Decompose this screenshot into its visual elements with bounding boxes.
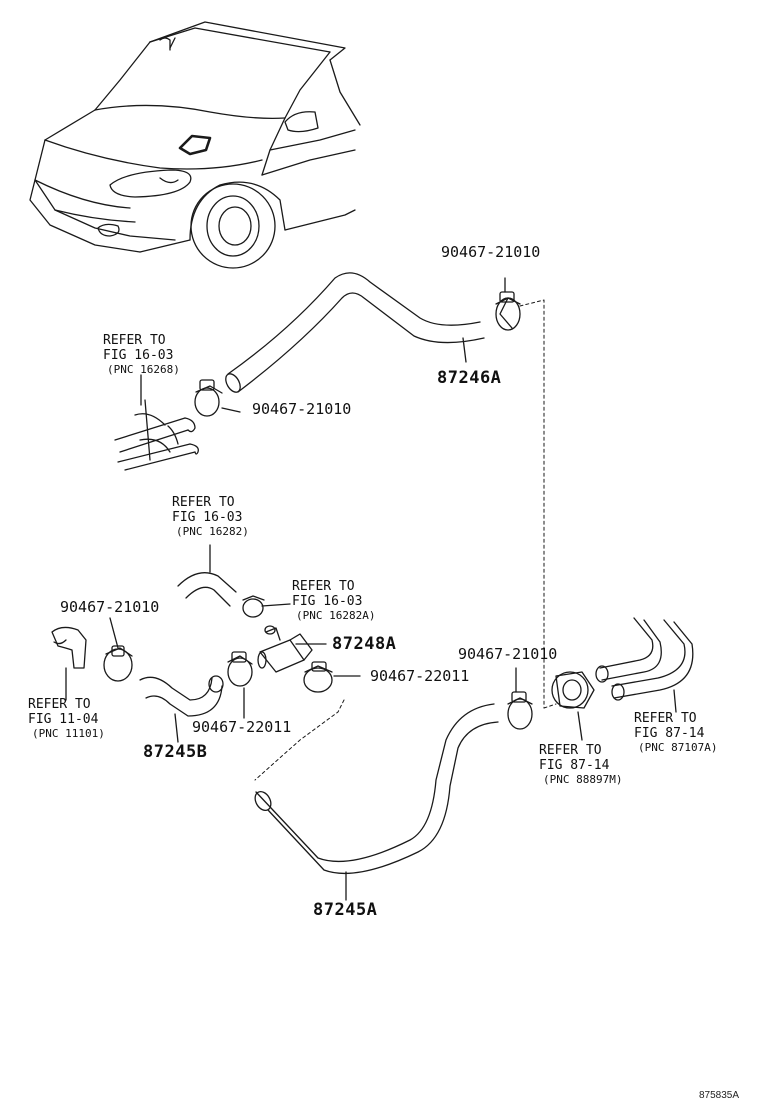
figure-id: 875835A [699,1090,740,1101]
valve-87248a [257,625,327,673]
label-clamp-top: 90467-21010 [441,243,541,261]
label-ref-r2-line1: REFER TO [539,743,602,758]
car-illustration [29,21,361,269]
pipes-right-87107a [595,617,694,713]
label-clamp-22011-left: 90467-22011 [192,718,292,736]
label-ref-r1-line2: FIG 87-14 [634,726,705,741]
clamp-22011-left [227,651,253,719]
clamp-upper-left [194,379,241,417]
label-hose-87245a: 87245A [313,900,378,920]
clamp-22011-right [303,661,361,693]
label-hose-87246a: 87246A [437,368,502,388]
label-valve-87248a: 87248A [332,634,397,654]
label-hose-87245b: 87245B [143,742,208,762]
hose-87245b [139,675,224,743]
label-ref-top-line2: FIG 16-03 [103,348,174,363]
clamp-mid-small [242,595,291,618]
label-clamp-22011-right: 90467-22011 [370,667,470,685]
hose-stub-left [51,626,87,701]
label-ref-r1-line3: (PNC 87107A) [638,741,718,754]
label-ref-top-line3: (PNC 16268) [107,363,180,376]
dashed-leaders [254,299,557,781]
fitting-88897m [551,671,595,741]
label-ref-left-line2: FIG 11-04 [28,712,99,727]
label-ref-r1-line1: REFER TO [634,711,697,726]
label-ref-left-line1: REFER TO [28,697,91,712]
label-ref-top-line1: REFER TO [103,333,166,348]
label-clamp-upper-left: 90467-21010 [252,400,352,418]
label-ref-r2-line3: (PNC 88897M) [543,773,623,786]
label-clamp-mid-left: 90467-21010 [60,598,160,616]
clamp-top-right [495,277,521,331]
pipe-assembly-upper-left [114,374,199,471]
hose-87246a [225,272,485,393]
label-ref-left-line3: (PNC 11101) [32,727,105,740]
label-ref-mid2-line3: (PNC 16282A) [296,609,376,622]
hose-87245a [254,703,499,901]
label-ref-mid-line2: FIG 16-03 [172,510,243,525]
short-hose-upper-middle [177,544,237,607]
label-clamp-right-mid: 90467-21010 [458,645,558,663]
label-ref-mid2-line1: REFER TO [292,579,355,594]
label-ref-mid-line3: (PNC 16282) [176,525,249,538]
clamp-right-mid [507,667,533,730]
label-ref-mid2-line2: FIG 16-03 [292,594,363,609]
label-ref-r2-line2: FIG 87-14 [539,758,610,773]
label-ref-mid-line1: REFER TO [172,495,235,510]
clamp-mid-left [103,617,133,682]
